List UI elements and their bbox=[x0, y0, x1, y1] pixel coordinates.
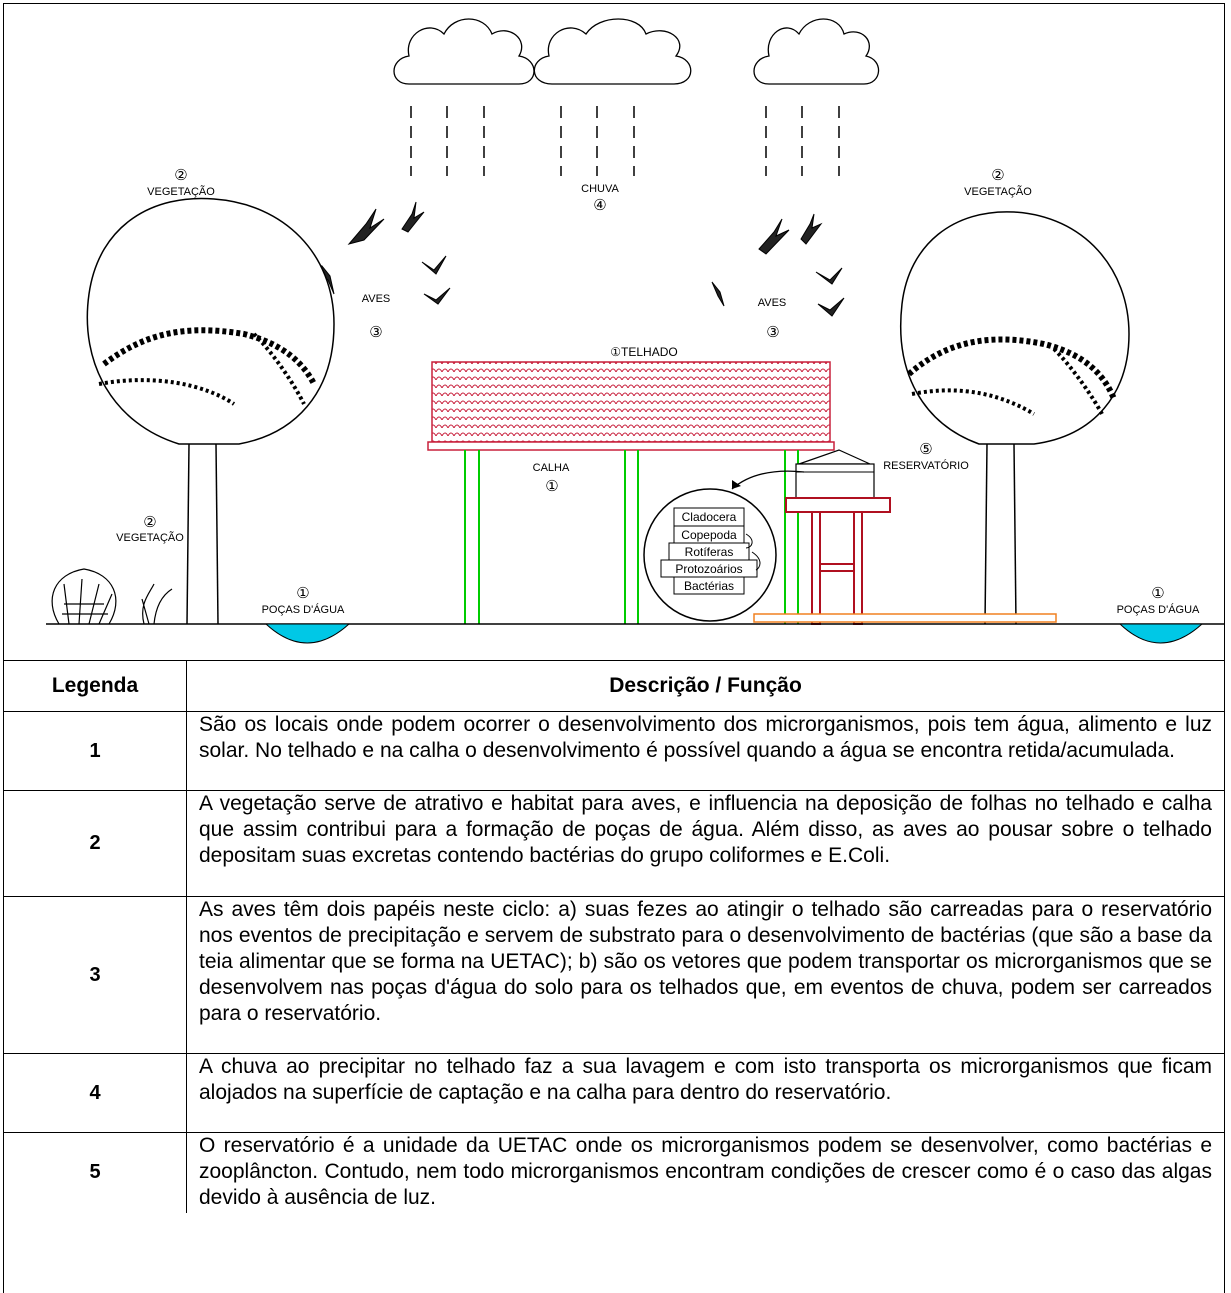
row-description: As aves têm dois papéis neste ciclo: a) … bbox=[186, 896, 1225, 1054]
birds-right bbox=[711, 213, 845, 317]
cloud-1 bbox=[393, 18, 535, 85]
label-reservatorio: RESERVATÓRIO bbox=[883, 459, 969, 472]
table-row: 5 O reservatório é a unidade da UETAC on… bbox=[3, 1132, 1225, 1213]
header-legend: Legenda bbox=[3, 660, 187, 712]
table-row: 4 A chuva ao precipitar no telhado faz a… bbox=[3, 1053, 1225, 1133]
label-vegetacao-lower-left: VEGETAÇÃO bbox=[116, 531, 184, 544]
gutter-posts bbox=[464, 450, 799, 624]
row-description: A chuva ao precipitar no telhado faz a s… bbox=[186, 1053, 1225, 1133]
marker-4: ④ bbox=[593, 197, 606, 214]
label-chuva: CHUVA bbox=[581, 183, 619, 195]
table-row: 2 A vegetação serve de atrativo e habita… bbox=[3, 790, 1225, 897]
marker-2-top-right: ② bbox=[991, 167, 1004, 184]
puddle-left bbox=[264, 623, 351, 644]
birds-left bbox=[319, 201, 451, 305]
table-row: 3 As aves têm dois papéis neste ciclo: a… bbox=[3, 896, 1225, 1054]
micro-protozoarios: Protozoários bbox=[675, 562, 742, 576]
micro-cladocera: Cladocera bbox=[682, 510, 737, 524]
marker-1-pocas-left: ① bbox=[296, 585, 309, 602]
label-aves-left: AVES bbox=[362, 293, 391, 305]
reservoir bbox=[753, 449, 1057, 625]
puddle-right bbox=[1118, 623, 1204, 644]
figure-frame bbox=[3, 3, 1225, 1293]
marker-2-lower-left: ② bbox=[143, 514, 156, 531]
arrow-head bbox=[732, 480, 741, 489]
rain-drops bbox=[410, 106, 840, 176]
label-vegetacao-top-right: VEGETAÇÃO bbox=[964, 185, 1032, 198]
cloud-2 bbox=[533, 18, 692, 85]
micro-copepoda: Copepoda bbox=[681, 528, 737, 542]
row-description: O reservatório é a unidade da UETAC onde… bbox=[186, 1132, 1225, 1213]
table-row: 1 São os locais onde podem ocorrer o des… bbox=[3, 711, 1225, 791]
uetac-diagram: CHUVA ④ AVES ③ AVES ③ ② VEGETAÇÃO ② VEGE… bbox=[46, 18, 1224, 644]
label-telhado: ①TELHADO bbox=[610, 345, 677, 359]
row-number: 5 bbox=[3, 1132, 187, 1213]
row-number: 1 bbox=[3, 711, 187, 791]
table-header-row: Legenda Descrição / Função bbox=[3, 660, 1225, 712]
micro-bacterias: Bactérias bbox=[684, 579, 734, 593]
marker-2-top-left: ② bbox=[174, 167, 187, 184]
micro-rotiferas: Rotíferas bbox=[685, 545, 734, 559]
roof bbox=[427, 361, 835, 451]
label-pocas-right: POÇAS D'ÁGUA bbox=[1117, 603, 1200, 616]
arrow-to-zoom bbox=[731, 470, 805, 490]
marker-5: ⑤ bbox=[919, 441, 932, 458]
row-number: 4 bbox=[3, 1053, 187, 1133]
label-calha: CALHA bbox=[533, 462, 570, 474]
tree-right bbox=[900, 211, 1130, 625]
marker-3-left: ③ bbox=[369, 324, 382, 341]
row-description: São os locais onde podem ocorrer o desen… bbox=[186, 711, 1225, 791]
label-pocas-left: POÇAS D'ÁGUA bbox=[262, 603, 345, 616]
legend-table: Legenda Descrição / Função 1 São os loca… bbox=[3, 660, 1225, 1213]
microorganism-zoom bbox=[643, 488, 777, 622]
bush-left bbox=[51, 568, 173, 625]
marker-1-calha: ① bbox=[545, 478, 558, 495]
header-description: Descrição / Função bbox=[186, 660, 1225, 712]
row-number: 3 bbox=[3, 896, 187, 1054]
marker-1-pocas-right: ① bbox=[1151, 585, 1164, 602]
row-description: A vegetação serve de atrativo e habitat … bbox=[186, 790, 1225, 897]
cloud-3 bbox=[753, 18, 880, 85]
label-aves-right: AVES bbox=[758, 297, 787, 309]
label-vegetacao-top-left: VEGETAÇÃO bbox=[147, 185, 215, 198]
marker-3-right: ③ bbox=[766, 324, 779, 341]
tree-left bbox=[86, 197, 335, 625]
row-number: 2 bbox=[3, 790, 187, 897]
